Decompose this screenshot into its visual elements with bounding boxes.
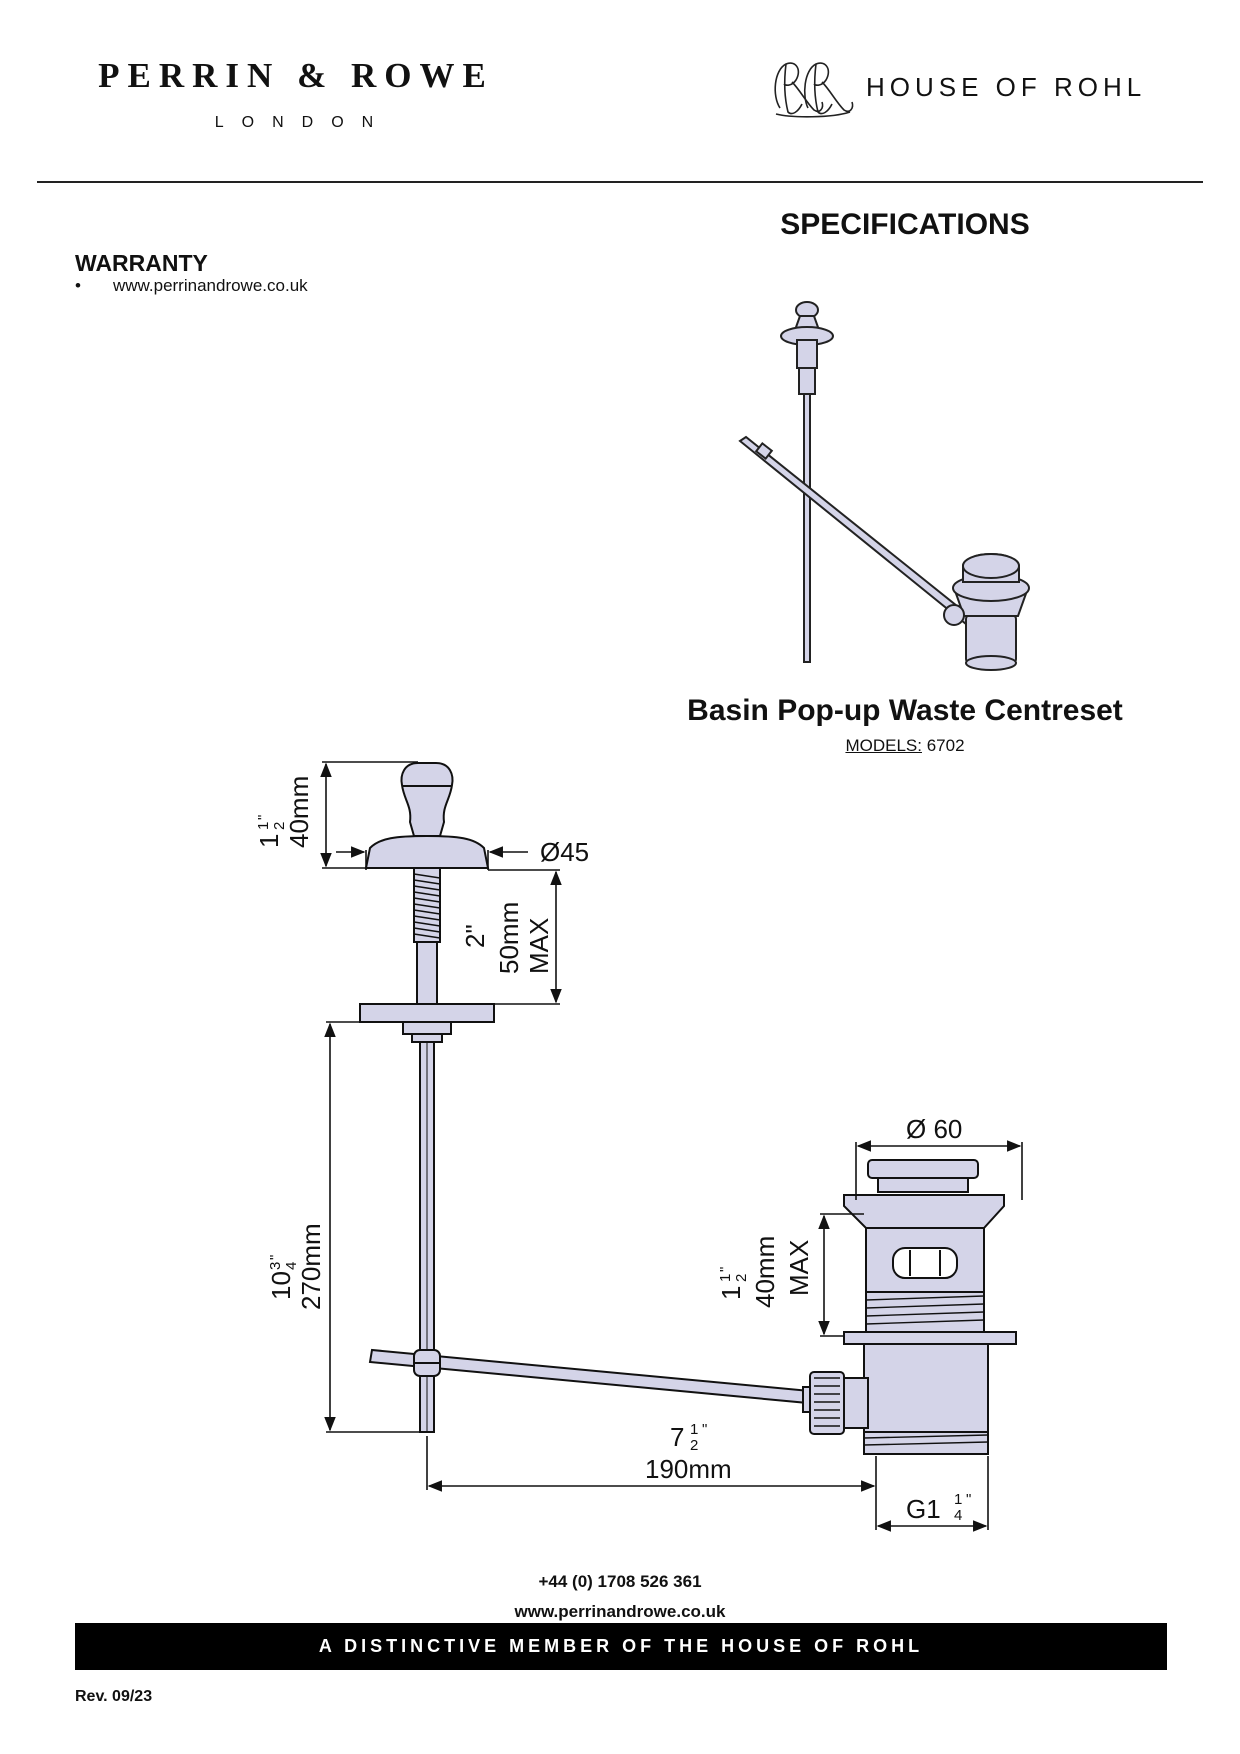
iso-lever-nut (943, 604, 965, 626)
svg-text:2: 2 (733, 1274, 750, 1282)
iso-plug-cap (962, 553, 1020, 579)
models-line: MODELS: 6702 (640, 736, 1170, 756)
specifications-heading: SPECIFICATIONS (780, 208, 1030, 241)
thread-max: MAX (524, 918, 554, 974)
svg-text:2: 2 (690, 1437, 698, 1454)
svg-text:1: 1 (690, 1421, 698, 1438)
brand-logo-perrin-rowe: PERRIN & ROWE LONDON (76, 56, 516, 132)
lever-nut (809, 1371, 845, 1435)
iso-knob-stem (796, 339, 818, 369)
thread-inch: 2" (460, 924, 490, 948)
waste-diameter-label: Ø 60 (906, 1114, 962, 1144)
svg-text:": " (717, 1267, 734, 1272)
svg-text:1: 1 (717, 1274, 734, 1282)
elevation-pull-rod (359, 762, 816, 1433)
bullet-icon: • (75, 276, 81, 295)
iso-knob-collar (798, 367, 816, 395)
svg-text:3: 3 (267, 1262, 284, 1270)
iso-pull-rod (803, 389, 811, 663)
lever-housing (843, 1377, 869, 1429)
footer-phone[interactable]: +44 (0) 1708 526 361 (538, 1572, 702, 1591)
thread-size-label: G1 (906, 1494, 941, 1524)
svg-text:2: 2 (271, 822, 288, 830)
waste-height-mm: 40mm (750, 1236, 780, 1308)
rod-length-inch: 10 (266, 1271, 296, 1300)
dimension-lines (320, 761, 1023, 1532)
waste-height-max: MAX (784, 1240, 814, 1296)
iso-lever-clip (754, 441, 774, 461)
revision-label: Rev. 09/23 (75, 1688, 153, 1705)
waste-height-inch: 1 (716, 1286, 746, 1300)
footer-tagline: A DISTINCTIVE MEMBER OF THE HOUSE OF ROH… (318, 1636, 924, 1656)
backnut-plate (359, 1003, 495, 1023)
svg-text:": " (267, 1255, 284, 1260)
rod-collar (411, 1033, 443, 1043)
brand-logo-house-of-rohl: HOUSE OF ROHL (762, 56, 1146, 118)
lever-length-mm: 190mm (645, 1454, 732, 1484)
footer-tagline-bar: A DISTINCTIVE MEMBER OF THE HOUSE OF ROH… (75, 1623, 1167, 1670)
svg-text:": " (702, 1421, 707, 1438)
svg-text:4: 4 (954, 1507, 962, 1524)
shank-sleeve (416, 941, 438, 1005)
knob-height-mm: 40mm (284, 776, 314, 848)
dimension-labels: 1 1 2 " 40mm Ø45 2" 50mm MAX 10 3 4 " 27… (254, 776, 971, 1524)
iso-waste-base (965, 655, 1017, 671)
warranty-link[interactable]: www.perrinandrowe.co.uk (113, 276, 308, 295)
svg-text:4: 4 (283, 1262, 300, 1270)
header-divider (37, 181, 1203, 183)
backnut (402, 1021, 452, 1035)
waste-backnut (843, 1331, 1017, 1345)
brand-city: LONDON (214, 114, 392, 131)
warranty-item: • www.perrinandrowe.co.uk (75, 276, 308, 296)
waste-flange (843, 1194, 1005, 1229)
warranty-heading: WARRANTY (75, 250, 208, 276)
models-value: 6702 (926, 736, 965, 755)
plug-stem (877, 1177, 969, 1193)
house-name: HOUSE OF ROHL (866, 71, 1147, 102)
thread-lines (413, 873, 441, 939)
svg-text:": " (255, 815, 272, 820)
models-label: MODELS: (845, 736, 922, 755)
lever-length-inch: 7 (670, 1422, 684, 1452)
warranty-list: • www.perrinandrowe.co.uk (75, 276, 308, 296)
iso-lever-rod (738, 435, 974, 626)
overflow-slot (892, 1247, 958, 1279)
product-illustration (738, 301, 1030, 671)
knob-escutcheon (364, 834, 490, 869)
knob-diameter-label: Ø45 (540, 837, 589, 867)
thread-mm: 50mm (494, 902, 524, 974)
rohl-monogram-icon (774, 62, 854, 118)
knob-head (400, 762, 454, 837)
elevation-waste (809, 1159, 1017, 1455)
knob-height-inch: 1 (254, 834, 284, 848)
waste-lower-body (863, 1343, 989, 1433)
waste-thread-lines (865, 1295, 985, 1325)
brand-name: PERRIN & ROWE (98, 56, 494, 95)
footer-url[interactable]: www.perrinandrowe.co.uk (514, 1602, 726, 1621)
rod-length-mm: 270mm (296, 1223, 326, 1310)
svg-text:": " (966, 1491, 971, 1508)
svg-text:1: 1 (954, 1491, 962, 1508)
plug-cap (867, 1159, 979, 1179)
product-title: Basin Pop-up Waste Centreset (687, 694, 1123, 727)
svg-text:1: 1 (255, 822, 272, 830)
